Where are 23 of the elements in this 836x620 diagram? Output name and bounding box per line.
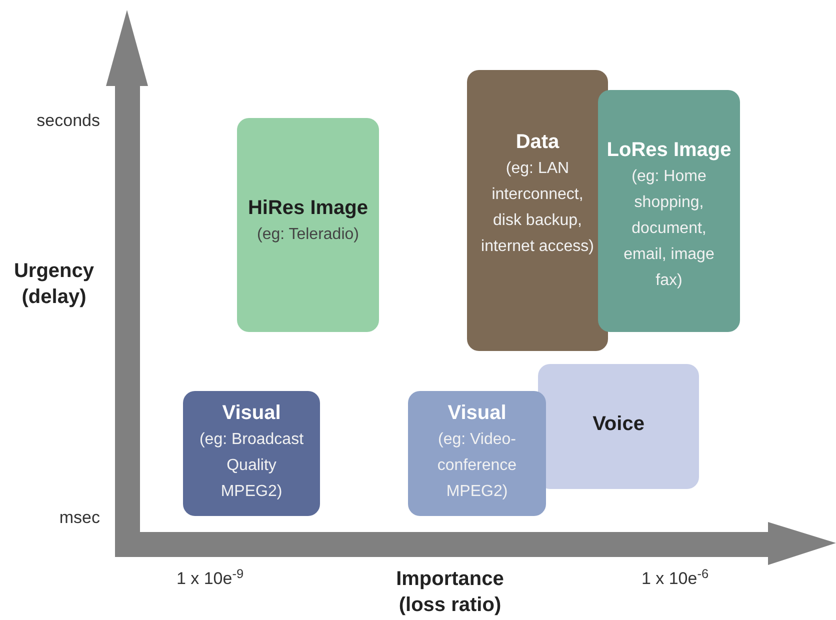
- box-title: LoRes Image: [606, 138, 732, 163]
- axis-title: Urgency (delay): [12, 259, 96, 310]
- box-description: (eg: LAN interconnect, disk backup, internet access): [480, 159, 595, 257]
- axis-tick-label: seconds: [36, 110, 100, 132]
- box-description: (eg: Broadcast Quality MPEG2): [198, 430, 305, 502]
- category-box: [467, 70, 608, 351]
- category-box: [538, 364, 699, 489]
- axis-tick-label: 1 x 10e$^{-9}$: [175, 566, 245, 590]
- box-description: (eg: Teleradio): [257, 225, 359, 245]
- box-title: HiRes Image: [248, 196, 368, 221]
- box-title: Voice: [592, 412, 644, 437]
- axis-tick-label: msec: [58, 507, 100, 529]
- box-description: (eg: Home shopping, document, email, image fax): [622, 167, 716, 291]
- category-box: [183, 391, 320, 516]
- category-box: [408, 391, 546, 516]
- axis-title: Importance (loss ratio): [395, 567, 505, 618]
- category-box: [598, 90, 740, 332]
- box-title: Visual: [448, 401, 506, 426]
- category-box: [237, 118, 379, 332]
- box-title: Data: [516, 130, 560, 155]
- axis-tick-label: 1 x 10e$^{-6}$: [640, 566, 710, 590]
- box-description: (eg: Video-conference MPEG2): [436, 430, 518, 502]
- box-title: Visual: [222, 401, 281, 426]
